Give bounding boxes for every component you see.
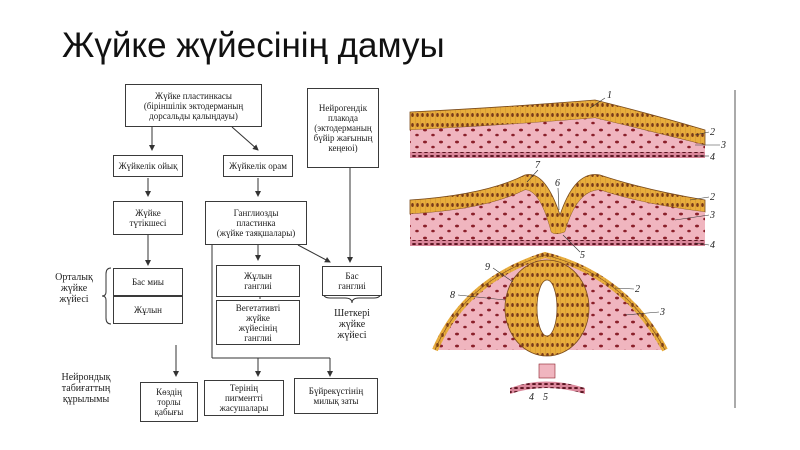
adrenal-medulla-box: Бүйрекүстінің милық заты [294, 378, 378, 414]
panel-c-num-4: 4 [529, 392, 534, 403]
peripheral-nervous-system-label: Шеткері жүйке жүйесі [334, 308, 370, 341]
central-nervous-system-label: Орталық жүйке жүйесі [55, 272, 93, 305]
panel-b-num-6: 6 [555, 178, 560, 189]
spinal-cord-box: Жұлын [113, 296, 183, 324]
panel-b-num-7: 7 [535, 160, 541, 171]
panel-c-num-3: 3 [659, 307, 665, 318]
skin-pigment-box: Терінің пигментті жасушалары [204, 380, 284, 416]
panel-a-num-4: 4 [710, 152, 715, 163]
neural-fold-box: Жүйкелік орам [223, 155, 293, 177]
panel-b-num-4: 4 [710, 240, 715, 251]
panel-b-neural-groove [409, 174, 706, 246]
panel-c-neural-tube [432, 251, 668, 394]
figure-numbers: 1 2 3 4 7 6 2 3 5 4 9 8 2 3 4 5 [450, 90, 726, 403]
ganglion-plate-box: Ганглиозды пластинка (жүйке таяқшалары) [205, 201, 307, 245]
retina-box: Көздің торлы қабығы [140, 382, 198, 422]
panel-a-num-3: 3 [720, 140, 726, 151]
histology-illustration: 1 2 3 4 7 6 2 3 5 4 9 8 2 3 4 5 [409, 90, 736, 408]
spinal-ganglia-box: Жұлын ганглиі [216, 265, 300, 297]
panel-c-num-8: 8 [450, 290, 455, 301]
head-ganglia-box: Бас ганглиі [322, 266, 382, 296]
autonomic-ganglia-box: Вегетативті жүйке жүйесінің ганглиі [216, 300, 300, 345]
panel-a-num-1: 1 [607, 90, 612, 101]
neurogenic-placode-box: Нейрогендік плакода (эктодерманың бүйір … [307, 88, 379, 168]
panel-c-num-5: 5 [543, 392, 548, 403]
neuronal-structure-label: Нейрондық табиғаттың құрылымы [61, 372, 111, 405]
neural-plate-box: Жүйке пластинкасы (біріншілік эктодерман… [125, 84, 262, 127]
brain-box: Бас миы [113, 268, 183, 296]
panel-b-num-2: 2 [710, 192, 715, 203]
neural-tube-box: Жүйке түтікшесі [113, 201, 183, 235]
neural-groove-box: Жүйкелік ойық [113, 155, 183, 177]
panel-c-num-2: 2 [635, 284, 640, 295]
panel-a-neural-plate [409, 99, 706, 158]
leader-lines [457, 97, 720, 316]
page-title: Жүйке жүйесінің дамуы [62, 26, 445, 65]
panel-b-num-5: 5 [580, 250, 585, 261]
panel-c-num-9: 9 [485, 262, 490, 273]
panel-a-num-2: 2 [710, 127, 715, 138]
flowchart-connectors [101, 126, 382, 377]
panel-b-num-3: 3 [709, 210, 715, 221]
